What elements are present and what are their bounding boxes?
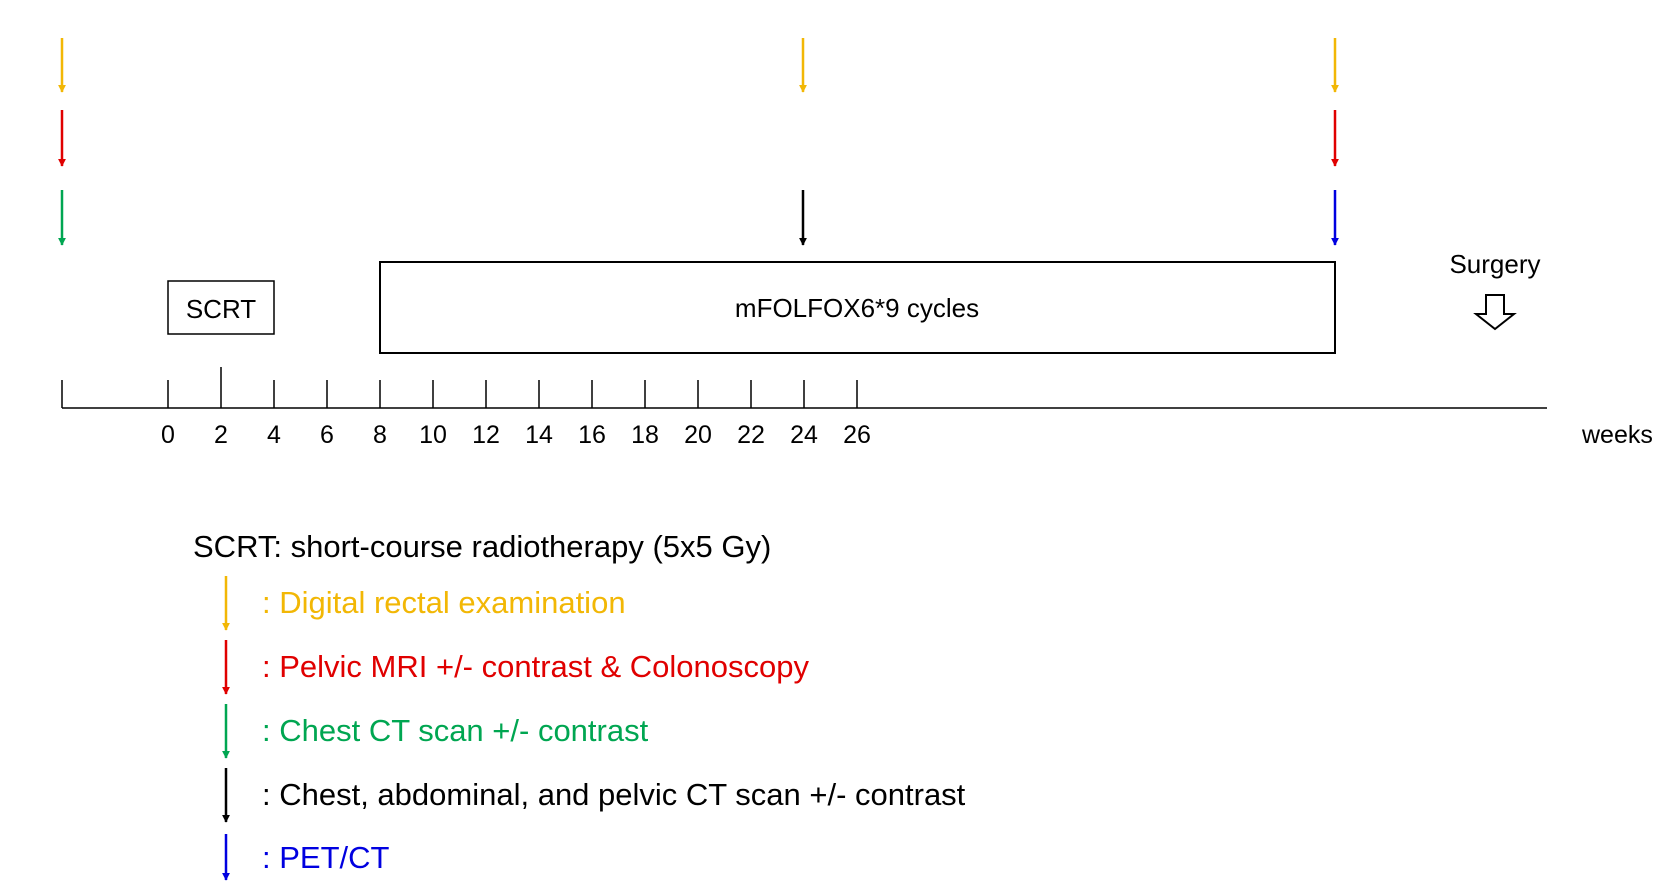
axis-tick-label: 12 [472,421,500,449]
scrt-box [167,280,275,335]
axis-tick-label: 22 [737,421,765,449]
axis-tick-label: 10 [419,421,447,449]
axis-tick-label: 14 [525,421,553,449]
axis-tick-label: 2 [214,421,228,449]
chemo-label: mFOLFOX6*9 cycles [735,293,979,323]
surgery-hollow-arrow-icon [1473,294,1517,331]
surgery-label: Surgery [1449,249,1540,279]
axis-unit-label: weeks [1581,421,1653,449]
legend-item-pet-ct: : PET/CT [262,840,390,875]
legend-item-cap-ct: : Chest, abdominal, and pelvic CT scan +… [262,777,966,812]
legend-item-chest-ct: : Chest CT scan +/- contrast [262,713,649,748]
axis-tick-label: 6 [320,421,334,449]
legend-item-pelvic-mri: : Pelvic MRI +/- contrast & Colonoscopy [262,649,810,684]
chemo-box [379,261,1336,354]
axis-tick-label: 4 [267,421,281,449]
axis-tick-label: 16 [578,421,606,449]
legend-item-digital-rectal: : Digital rectal examination [262,585,626,620]
axis-tick-label: 26 [843,421,871,449]
axis-tick-label: 24 [790,421,818,449]
scrt-label: SCRT [186,294,256,324]
axis-tick-label: 0 [161,421,175,449]
axis-tick-label: 8 [373,421,387,449]
axis-tick-label: 18 [631,421,659,449]
legend-abbreviation: SCRT: short-course radiotherapy (5x5 Gy) [193,529,771,564]
axis-tick-label: 20 [684,421,712,449]
